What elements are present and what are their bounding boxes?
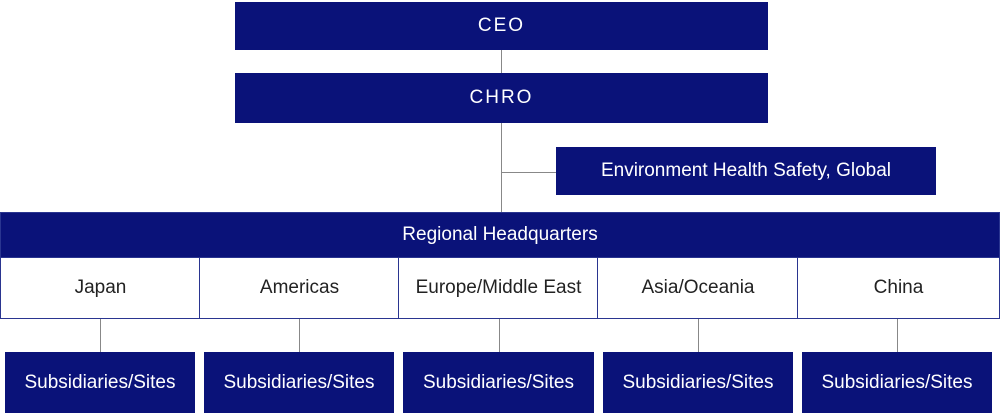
connector-asia xyxy=(698,319,699,352)
connector-ceo-chro xyxy=(501,50,502,73)
chro-box: CHRO xyxy=(235,73,768,123)
connector-ehs xyxy=(501,172,556,173)
subsidiaries-japan: Subsidiaries/Sites xyxy=(5,352,195,413)
ceo-box: CEO xyxy=(235,2,768,50)
region-americas: Americas xyxy=(199,257,400,319)
regional-hq-box: Regional Headquarters xyxy=(0,212,1000,258)
connector-americas xyxy=(299,319,300,352)
connector-china xyxy=(897,319,898,352)
connector-japan xyxy=(100,319,101,352)
subsidiaries-china: Subsidiaries/Sites xyxy=(802,352,992,413)
ehs-box: Environment Health Safety, Global xyxy=(556,147,936,195)
region-japan: Japan xyxy=(0,257,201,319)
subsidiaries-americas: Subsidiaries/Sites xyxy=(204,352,394,413)
subsidiaries-asia: Subsidiaries/Sites xyxy=(603,352,793,413)
region-europe-middle-east: Europe/Middle East xyxy=(398,257,599,319)
region-asia-oceania: Asia/Oceania xyxy=(597,257,799,319)
connector-chro-regional xyxy=(501,123,502,212)
subsidiaries-europe: Subsidiaries/Sites xyxy=(403,352,594,413)
region-china: China xyxy=(797,257,1000,319)
connector-europe xyxy=(499,319,500,352)
